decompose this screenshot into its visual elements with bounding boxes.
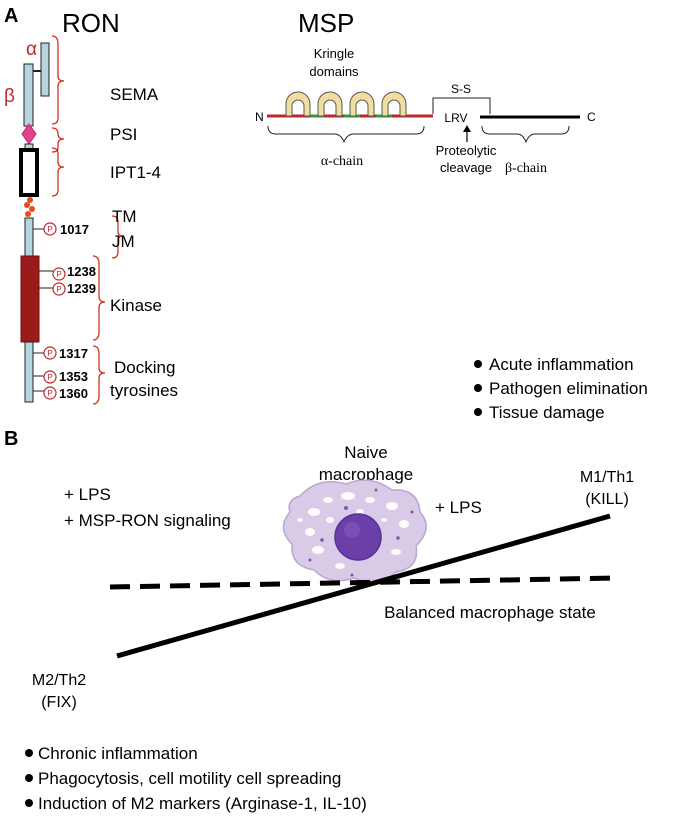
ron-receptor-diagram: α β P 1017 bbox=[4, 35, 178, 405]
alpha-chain-brace bbox=[267, 125, 425, 144]
kringle-domains bbox=[285, 91, 407, 117]
kinase-label: Kinase bbox=[110, 296, 162, 315]
phospho-symbol: P bbox=[47, 349, 52, 358]
domain-brackets bbox=[51, 35, 125, 405]
left-stimulus-lps: + LPS bbox=[64, 485, 111, 504]
naive-label-line2: macrophage bbox=[319, 465, 414, 484]
kinase-domain-bar bbox=[20, 255, 40, 343]
m1-label-line1: M1/Th1 bbox=[580, 469, 634, 486]
naive-label-line1: Naive bbox=[344, 443, 387, 462]
tm-label: TM bbox=[112, 207, 137, 226]
phospho-symbol: P bbox=[47, 225, 52, 234]
docking-label-line1: Docking bbox=[114, 358, 175, 377]
phospho-symbol: P bbox=[56, 270, 61, 279]
m1-label-line2: (KILL) bbox=[585, 491, 629, 508]
m1-effect-item: Acute inflammation bbox=[489, 355, 634, 374]
m2-label-line1: M2/Th2 bbox=[32, 672, 86, 689]
cleavage-label-line2: cleavage bbox=[440, 160, 492, 175]
transmembrane-segment bbox=[24, 197, 35, 217]
disulfide-bond bbox=[432, 97, 491, 114]
panel-a-label: A bbox=[4, 5, 18, 27]
phospho-site-1353: P 1353 bbox=[33, 369, 88, 384]
m1-effects-list: Acute inflammation Pathogen elimination … bbox=[474, 355, 648, 422]
site-label: 1353 bbox=[59, 369, 88, 384]
beta-chain-brace bbox=[481, 125, 570, 144]
kringle-label-line1: Kringle bbox=[314, 46, 354, 61]
left-stimulus-msp-ron: + MSP-RON signaling bbox=[64, 511, 231, 530]
ipt-label: IPT1-4 bbox=[110, 163, 161, 182]
m1-effect-item: Tissue damage bbox=[489, 403, 605, 422]
alpha-chain-label: α-chain bbox=[321, 154, 363, 169]
docking-label-line2: tyrosines bbox=[110, 381, 178, 400]
panel-b-label: B bbox=[4, 428, 18, 450]
beta-chain-label: β-chain bbox=[505, 161, 547, 176]
right-stimulus-lps: + LPS bbox=[435, 498, 482, 517]
m2-effect-item: Chronic inflammation bbox=[38, 744, 198, 763]
phospho-site-1360: P 1360 bbox=[33, 386, 88, 401]
msp-ligand-diagram: Kringle domains N C S-S LRV Proteolytic … bbox=[255, 46, 596, 176]
ipt-domains-box bbox=[19, 148, 39, 197]
site-label: 1317 bbox=[59, 346, 88, 361]
psi-domain bbox=[21, 123, 37, 145]
alpha-chain-bar bbox=[40, 42, 50, 97]
c-terminus-label: C bbox=[587, 110, 596, 124]
phospho-symbol: P bbox=[56, 285, 61, 294]
phospho-site-1238: P 1238 bbox=[39, 264, 96, 281]
alpha-subunit-label: α bbox=[26, 39, 37, 60]
phospho-symbol: P bbox=[47, 389, 52, 398]
jm-label: JM bbox=[112, 232, 135, 251]
site-label: 1239 bbox=[67, 281, 96, 296]
balanced-state-label: Balanced macrophage state bbox=[384, 603, 596, 622]
naive-macrophage-illustration bbox=[282, 479, 427, 583]
site-label: 1360 bbox=[59, 386, 88, 401]
m2-effect-item: Phagocytosis, cell motility cell spreadi… bbox=[38, 769, 341, 788]
phospho-site-1239: P 1239 bbox=[39, 281, 96, 296]
cleavage-label-line1: Proteolytic bbox=[436, 143, 497, 158]
kringle-label-line2: domains bbox=[309, 64, 359, 79]
site-label: 1017 bbox=[60, 222, 89, 237]
cleavage-site-label: LRV bbox=[444, 111, 467, 125]
juxtamembrane-bar bbox=[24, 217, 34, 257]
n-terminus-label: N bbox=[255, 110, 264, 124]
msp-title: MSP bbox=[298, 8, 354, 38]
c-terminal-tail bbox=[24, 341, 34, 403]
cleavage-arrowhead bbox=[463, 125, 471, 132]
polarization-axis-line bbox=[116, 513, 611, 659]
phospho-site-1317: P 1317 bbox=[33, 346, 88, 361]
m1-effect-item: Pathogen elimination bbox=[489, 379, 648, 398]
phospho-site-1017: P 1017 bbox=[33, 222, 89, 237]
balanced-state-dashed-line bbox=[109, 575, 619, 590]
sema-domain-bar bbox=[23, 63, 34, 127]
disulfide-label: S-S bbox=[451, 82, 471, 96]
m2-effects-list: Chronic inflammation Phagocytosis, cell … bbox=[25, 744, 367, 813]
sema-label: SEMA bbox=[110, 85, 159, 104]
site-label: 1238 bbox=[67, 264, 96, 279]
ron-title: RON bbox=[62, 8, 120, 38]
psi-label: PSI bbox=[110, 125, 137, 144]
phospho-symbol: P bbox=[47, 373, 52, 382]
m2-effect-item: Induction of M2 markers (Arginase-1, IL-… bbox=[38, 794, 367, 813]
beta-subunit-label: β bbox=[4, 86, 15, 107]
m2-label-line2: (FIX) bbox=[41, 694, 77, 711]
macrophage-nucleus bbox=[334, 513, 382, 561]
